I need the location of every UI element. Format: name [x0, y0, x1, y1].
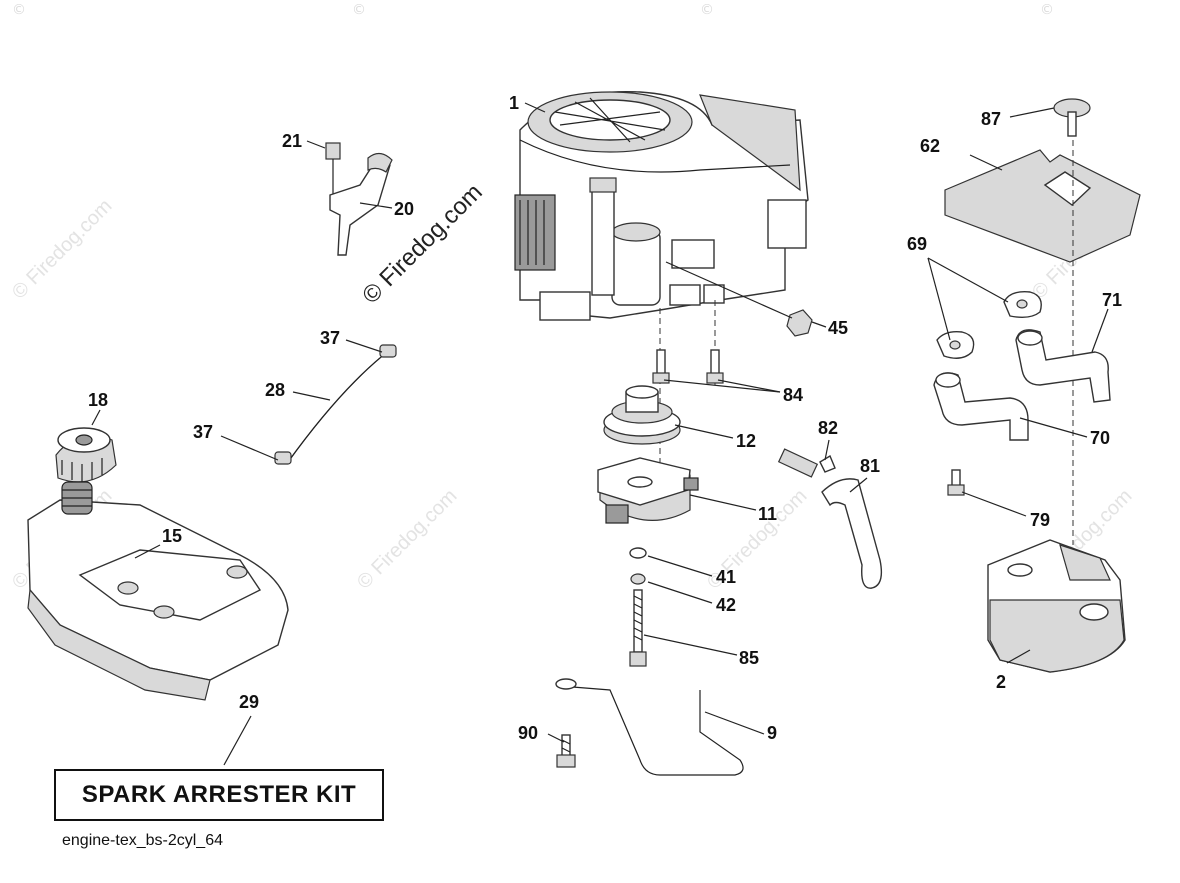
part-labels: 1 2 9 11 12 15 18 20 21 28 29 37 37 41 4…: [88, 93, 1122, 743]
label-part-42: 42: [716, 595, 736, 615]
fuel-cap-18: [55, 427, 117, 483]
label-part-87: 87: [981, 109, 1001, 129]
label-part-69: 69: [907, 234, 927, 254]
exhaust-pipe-70: [933, 372, 1029, 441]
label-part-45: 45: [828, 318, 848, 338]
engine-illustration: [514, 90, 809, 321]
label-part-84: 84: [783, 385, 803, 405]
label-part-37-top: 37: [320, 328, 340, 348]
clutch-11: [597, 457, 699, 524]
label-part-81: 81: [860, 456, 880, 476]
heat-shield-62: [944, 149, 1141, 263]
label-part-41: 41: [716, 567, 736, 587]
label-part-28: 28: [265, 380, 285, 400]
label-part-70: 70: [1090, 428, 1110, 448]
label-part-37-bottom: 37: [193, 422, 213, 442]
spark-arrester-kit-box: SPARK ARRESTER KIT: [54, 769, 384, 821]
exhaust-pipe-71: [1015, 329, 1111, 403]
throttle-bracket-20: [325, 142, 393, 256]
label-part-21: 21: [282, 131, 302, 151]
watermark-tile: © Firedog.com: [353, 485, 462, 594]
label-part-15: 15: [162, 526, 182, 546]
watermark-copyright-mark: ©: [1040, 2, 1054, 18]
label-part-71: 71: [1102, 290, 1122, 310]
watermark-copyright-mark: ©: [12, 2, 26, 18]
label-part-62: 62: [920, 136, 940, 156]
label-part-2: 2: [996, 672, 1006, 692]
label-part-12: 12: [736, 431, 756, 451]
watermark-tile: © Firedog.com: [8, 195, 117, 304]
label-part-79: 79: [1030, 510, 1050, 530]
knob-87: [1053, 98, 1091, 137]
fitting-82: [777, 448, 836, 478]
label-part-29: 29: [239, 692, 259, 712]
label-part-82: 82: [818, 418, 838, 438]
watermark-copyright-mark: ©: [352, 2, 366, 18]
spark-arrester-kit-label: SPARK ARRESTER KIT: [81, 781, 357, 808]
pulley-12: [603, 385, 681, 445]
diagram-caption: engine-tex_bs-2cyl_64: [62, 832, 223, 849]
bolts-84: [652, 349, 724, 384]
label-part-9: 9: [767, 723, 777, 743]
label-part-1: 1: [509, 93, 519, 113]
label-part-18: 18: [88, 390, 108, 410]
label-part-20: 20: [394, 199, 414, 219]
label-part-11: 11: [758, 504, 777, 524]
fuel-tank-15: [27, 481, 289, 701]
leader-lines: [91, 102, 1109, 766]
label-part-85: 85: [739, 648, 759, 668]
watermark-copyright-mark: ©: [700, 2, 714, 18]
muffler-2: [987, 539, 1126, 673]
label-part-90: 90: [518, 723, 538, 743]
